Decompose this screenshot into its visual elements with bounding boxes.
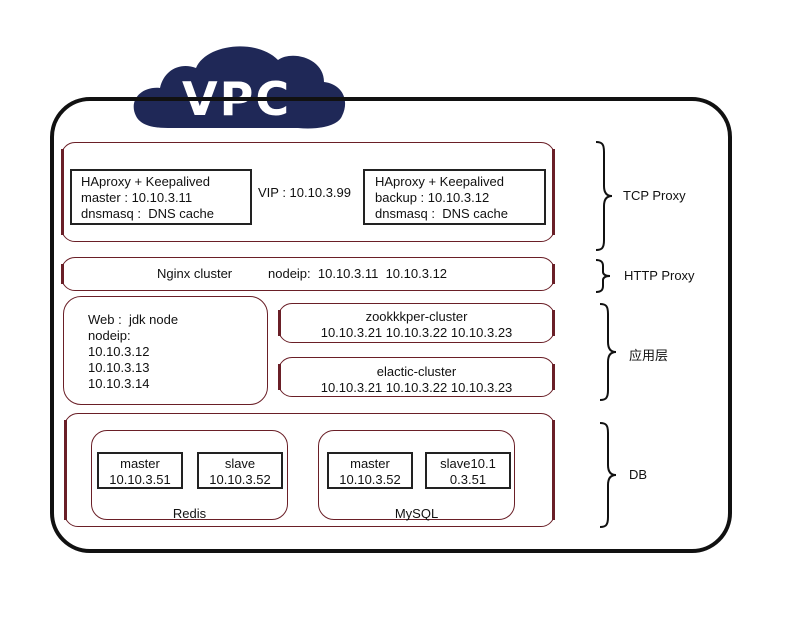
haproxy-backup-line2: backup : 10.10.3.12	[375, 190, 490, 205]
haproxy-master-line3: dnsmasq : DNS cache	[81, 206, 214, 221]
mysql-master-role: master	[350, 456, 390, 471]
mysql-slave-box: slave10.1 0.3.51	[425, 452, 511, 489]
redis-master-box: master 10.10.3.51	[97, 452, 183, 489]
layer-label-http: HTTP Proxy	[624, 268, 695, 283]
app-layer-brace	[599, 303, 617, 401]
haproxy-master-line2: master : 10.10.3.11	[81, 190, 193, 205]
web-line1: Web : jdk node	[88, 312, 179, 327]
redis-master-ip: 10.10.3.51	[109, 472, 171, 487]
layer-label-tcp: TCP Proxy	[623, 188, 686, 203]
redis-slave-box: slave 10.10.3.52	[197, 452, 283, 489]
web-node-group: Web : jdk node nodeip: 10.10.3.12 10.10.…	[63, 296, 268, 405]
web-line4: 10.10.3.13	[88, 360, 150, 375]
zookeeper-cluster: zookkkper-cluster 10.10.3.21 10.10.3.22 …	[278, 303, 555, 343]
redis-label: Redis	[172, 506, 207, 521]
mysql-master-box: master 10.10.3.52	[327, 452, 413, 489]
mysql-slave-role: slave10.1	[440, 456, 496, 471]
elastic-nodes: 10.10.3.21 10.10.3.22 10.10.3.23	[320, 380, 513, 395]
nginx-nodes: nodeip: 10.10.3.11 10.10.3.12	[268, 266, 448, 281]
nginx-cluster-label: Nginx cluster	[157, 266, 233, 281]
zookeeper-nodes: 10.10.3.21 10.10.3.22 10.10.3.23	[320, 325, 513, 340]
http-proxy-layer	[61, 257, 555, 291]
db-brace	[599, 422, 617, 528]
redis-slave-role: slave	[224, 456, 256, 471]
layer-label-app: 应用层	[629, 348, 669, 363]
redis-master-role: master	[120, 456, 160, 471]
vip-label: VIP : 10.10.3.99	[258, 185, 351, 200]
haproxy-backup-line3: dnsmasq : DNS cache	[375, 206, 508, 221]
mysql-slave-ip: 0.3.51	[449, 472, 487, 487]
web-line5: 10.10.3.14	[88, 376, 150, 391]
web-line3: 10.10.3.12	[88, 344, 150, 359]
tcp-proxy-brace	[595, 141, 613, 251]
redis-slave-ip: 10.10.3.52	[209, 472, 271, 487]
haproxy-master-line1: HAproxy + Keepalived	[81, 174, 210, 189]
haproxy-master-box: HAproxy + Keepalived master : 10.10.3.11…	[70, 169, 252, 225]
web-line2: nodeip:	[88, 328, 131, 343]
http-proxy-brace	[595, 259, 611, 293]
mysql-label: MySQL	[394, 506, 439, 521]
zookeeper-title: zookkkper-cluster	[365, 309, 468, 324]
haproxy-backup-box: HAproxy + Keepalived backup : 10.10.3.12…	[363, 169, 546, 225]
elastic-cluster: elactic-cluster 10.10.3.21 10.10.3.22 10…	[278, 357, 555, 397]
haproxy-backup-line1: HAproxy + Keepalived	[375, 174, 504, 189]
vpc-boundary	[50, 97, 732, 553]
elastic-title: elactic-cluster	[376, 364, 457, 379]
mysql-master-ip: 10.10.3.52	[339, 472, 401, 487]
vpc-cloud	[133, 46, 346, 129]
layer-label-db: DB	[629, 467, 648, 482]
